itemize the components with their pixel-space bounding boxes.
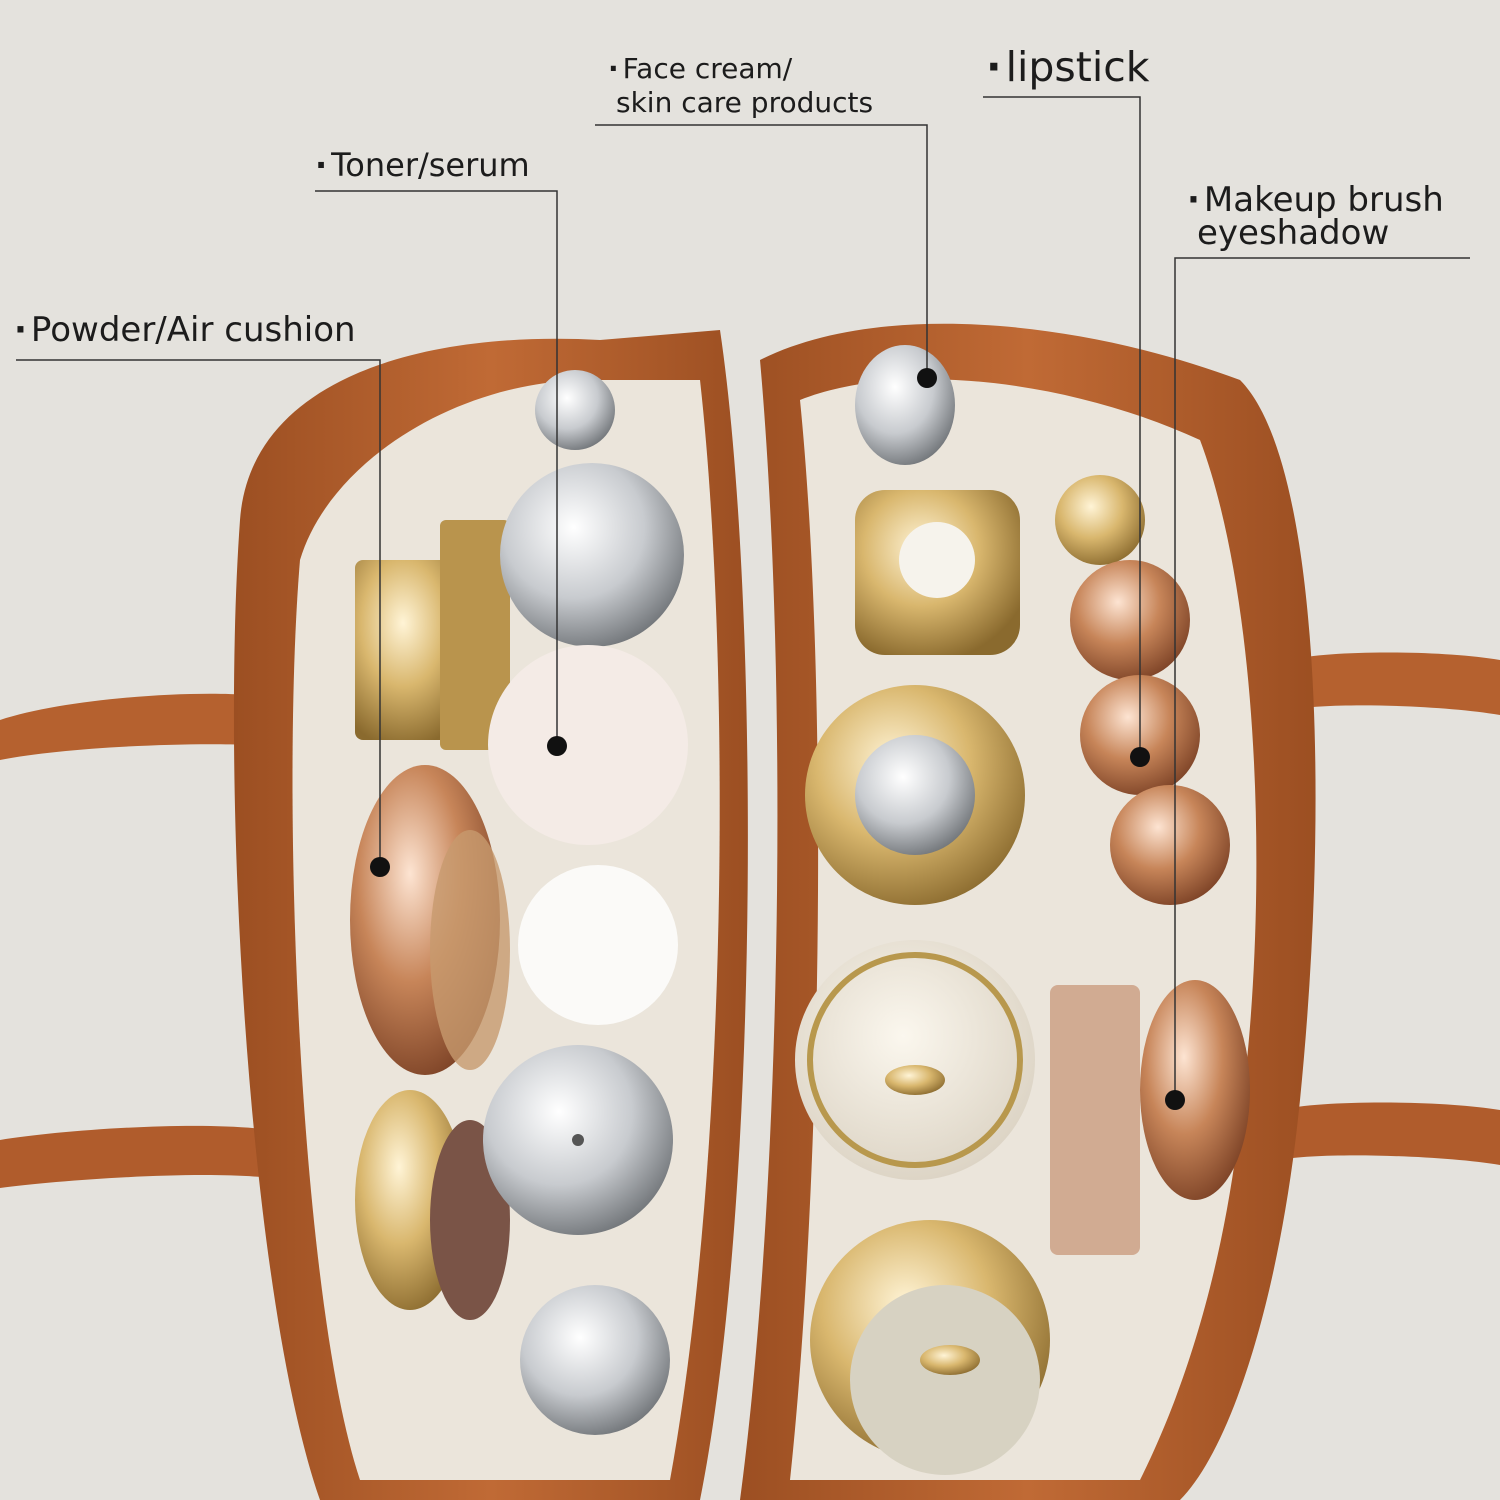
callout-dot-makeup-brush <box>1165 1090 1185 1110</box>
callout-face-cream-line1: Face cream/ <box>622 52 793 85</box>
bag-handles <box>0 652 1500 1188</box>
callout-lipstick-text: lipstick <box>1005 43 1150 91</box>
callout-makeup-brush-line2: eyeshadow <box>1197 213 1390 253</box>
callout-toner: ·Toner/serum <box>315 146 530 184</box>
callout-line-lipstick <box>983 96 1141 757</box>
callout-line-face-cream <box>595 124 928 378</box>
callout-makeup-brush: ·Makeup brush eyeshadow <box>1187 180 1444 253</box>
callout-face-cream: ·Face cream/ skin care products <box>608 52 874 119</box>
callout-makeup-brush-line1: Makeup brush <box>1203 180 1444 220</box>
callout-line-makeup-brush <box>1174 257 1470 1100</box>
callout-face-cream-line2: skin care products <box>616 86 874 119</box>
callout-toner-text: Toner/serum <box>331 146 530 184</box>
callout-dot-face-cream <box>917 368 937 388</box>
left-compartment <box>233 330 748 1500</box>
callout-line-powder <box>16 359 381 867</box>
callout-powder: ·Powder/Air cushion <box>14 310 356 350</box>
callout-dot-toner <box>547 736 567 756</box>
callout-lines <box>16 96 1470 1100</box>
callout-dot-lipstick <box>1130 747 1150 767</box>
callout-lipstick: ·lipstick <box>986 43 1150 91</box>
callout-powder-text: Powder/Air cushion <box>30 310 356 350</box>
callout-dot-powder <box>370 857 390 877</box>
callout-line-toner <box>315 190 558 746</box>
callout-dots <box>370 368 1185 1110</box>
right-compartment <box>740 323 1316 1500</box>
